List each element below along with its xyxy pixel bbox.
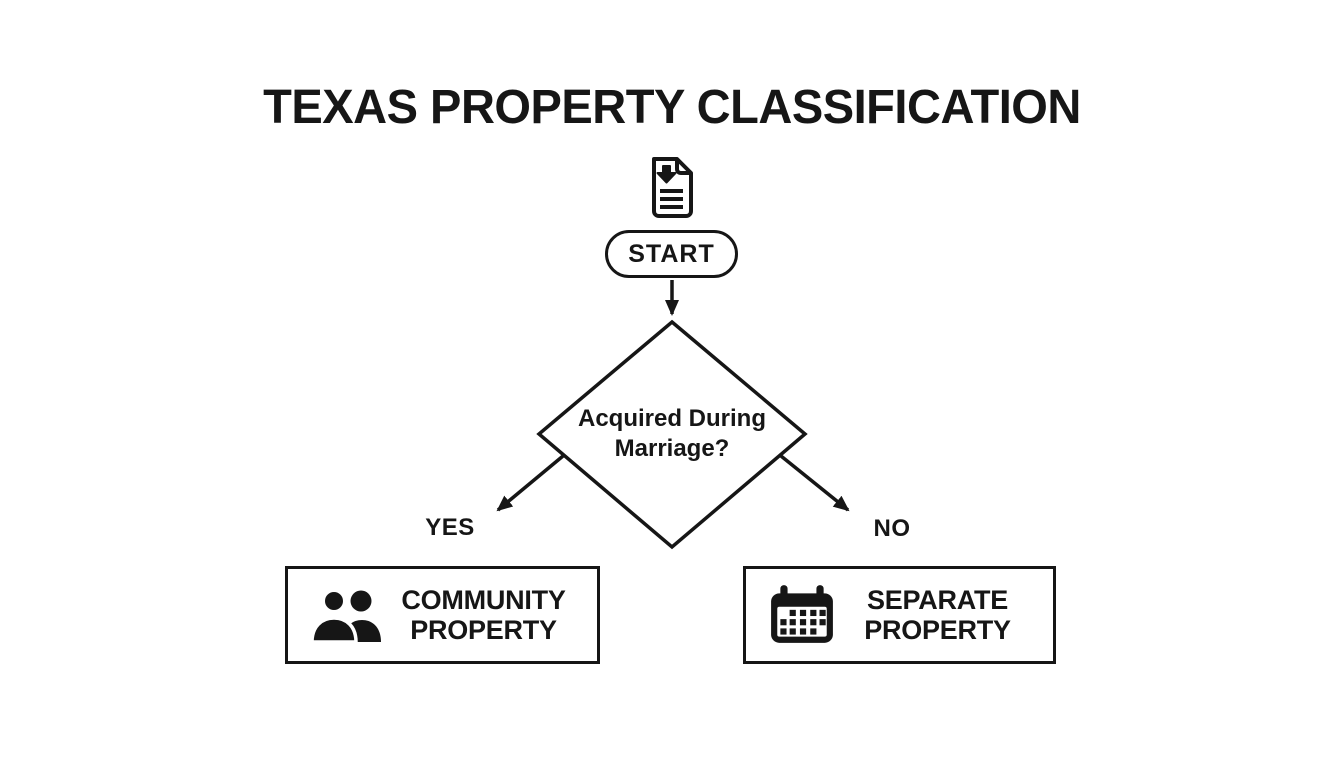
people-icon <box>310 589 381 643</box>
community-property-node: COMMUNITY PROPERTY <box>285 566 600 664</box>
start-node: START <box>605 230 738 278</box>
separate-property-node: SEPARATE PROPERTY <box>743 566 1056 664</box>
no-branch-label: NO <box>873 515 911 542</box>
connector-yes <box>496 454 565 512</box>
yes-branch-label: YES <box>425 514 475 541</box>
start-label: START <box>628 239 715 268</box>
calendar-icon <box>771 585 833 643</box>
page-title: TEXAS PROPERTY CLASSIFICATION <box>263 81 1081 134</box>
decision-label-line1: Acquired During <box>577 405 766 432</box>
decision-label: Acquired During Marriage? <box>552 404 792 464</box>
document-icon <box>652 157 693 218</box>
decision-label-line2: Marriage? <box>614 435 730 462</box>
connector-no <box>779 454 850 512</box>
decision-diamond-shape <box>536 319 808 550</box>
separate-property-label: SEPARATE PROPERTY <box>864 585 1011 645</box>
community-property-label: COMMUNITY PROPERTY <box>401 585 566 645</box>
